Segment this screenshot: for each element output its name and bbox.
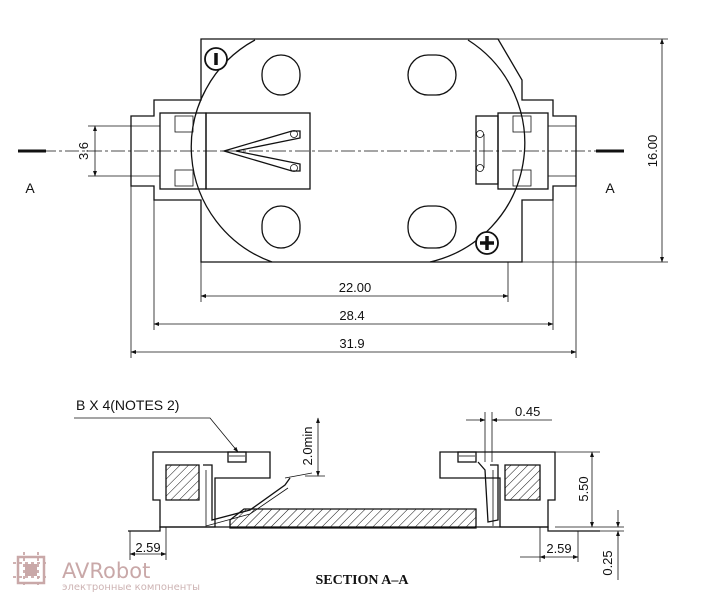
section-letter-right: A bbox=[605, 180, 615, 196]
dim-label-28-4: 28.4 bbox=[339, 308, 364, 323]
note-leader bbox=[74, 417, 239, 453]
dim-label-3-6: 3.6 bbox=[76, 142, 91, 160]
dim-label-2-59-left: 2.59 bbox=[135, 540, 160, 555]
right-body bbox=[439, 451, 556, 528]
right-notch bbox=[457, 451, 477, 463]
left-spring-contact bbox=[203, 464, 291, 521]
chip-icon bbox=[13, 552, 49, 588]
dim-label-5-50: 5.50 bbox=[576, 476, 591, 501]
right-hatched-wall bbox=[504, 464, 541, 501]
plus-polarity-icon bbox=[475, 231, 499, 255]
note-label: B X 4(NOTES 2) bbox=[76, 397, 179, 413]
bottom-left-slot bbox=[261, 205, 301, 249]
section-view: B X 4(NOTES 2) 2.0min 0.45 5.50 0.25 2.5… bbox=[74, 397, 624, 588]
top-view: A A 3.6 16.00 22.00 28.4 31.9 bbox=[18, 38, 668, 358]
minus-polarity-icon bbox=[204, 47, 228, 71]
dim-label-2-0min: 2.0min bbox=[300, 426, 315, 465]
dim-label-2-59-right: 2.59 bbox=[546, 541, 571, 556]
right-spring-contact bbox=[477, 461, 499, 523]
dim-label-0-25: 0.25 bbox=[600, 550, 615, 575]
left-body bbox=[152, 451, 271, 528]
left-notch-b bbox=[227, 451, 247, 463]
watermark-logo: AVRobot электронные компоненты bbox=[13, 552, 200, 593]
watermark-name: AVRobot bbox=[62, 559, 150, 583]
section-title: SECTION A–A bbox=[316, 573, 410, 588]
dim-label-16: 16.00 bbox=[645, 135, 660, 168]
dim-label-22: 22.00 bbox=[339, 280, 372, 295]
holder-outline bbox=[130, 38, 577, 263]
dim-label-31-9: 31.9 bbox=[339, 336, 364, 351]
watermark-tagline: электронные компоненты bbox=[62, 582, 200, 593]
battery-cross-section bbox=[229, 508, 477, 529]
bottom-right-slot bbox=[407, 205, 457, 249]
section-letter-left: A bbox=[25, 180, 35, 196]
top-left-slot bbox=[261, 54, 301, 96]
top-right-slot bbox=[407, 54, 457, 96]
left-hatched-wall bbox=[165, 464, 200, 501]
dim-label-0-45: 0.45 bbox=[515, 404, 540, 419]
